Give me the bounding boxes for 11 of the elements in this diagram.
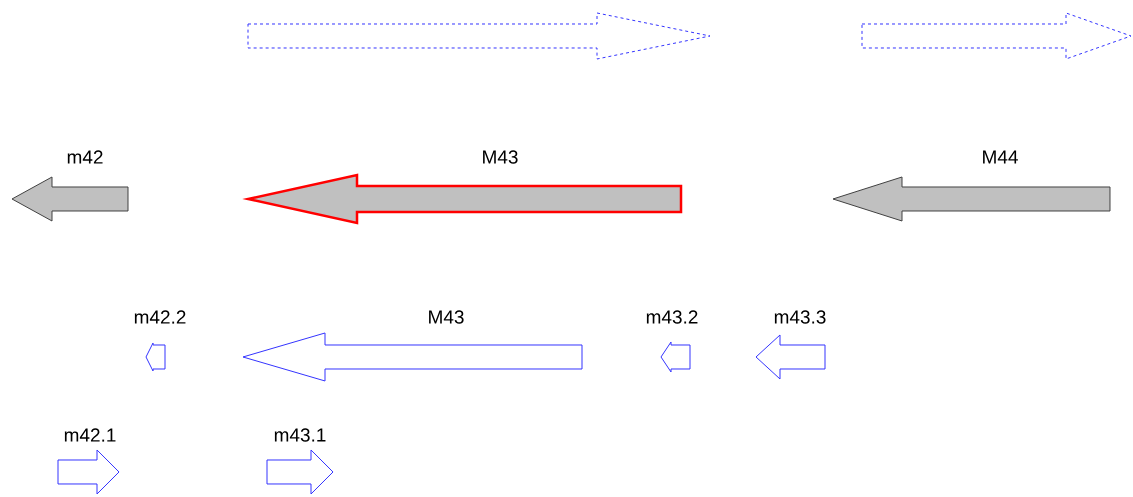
node-label: M44 [983, 150, 1018, 164]
node-label: m43.2 [646, 310, 698, 324]
node-label: M43 [483, 150, 518, 164]
node-label: m42 [67, 150, 103, 164]
node-label: m43.1 [274, 428, 326, 442]
node-label: m43.3 [774, 310, 826, 324]
node-label: m42.2 [134, 310, 186, 324]
node-label: m42.1 [64, 428, 116, 442]
gene-arrow [247, 12, 711, 60]
gene-arrow [861, 12, 1132, 60]
node-label: M43 [429, 310, 464, 324]
